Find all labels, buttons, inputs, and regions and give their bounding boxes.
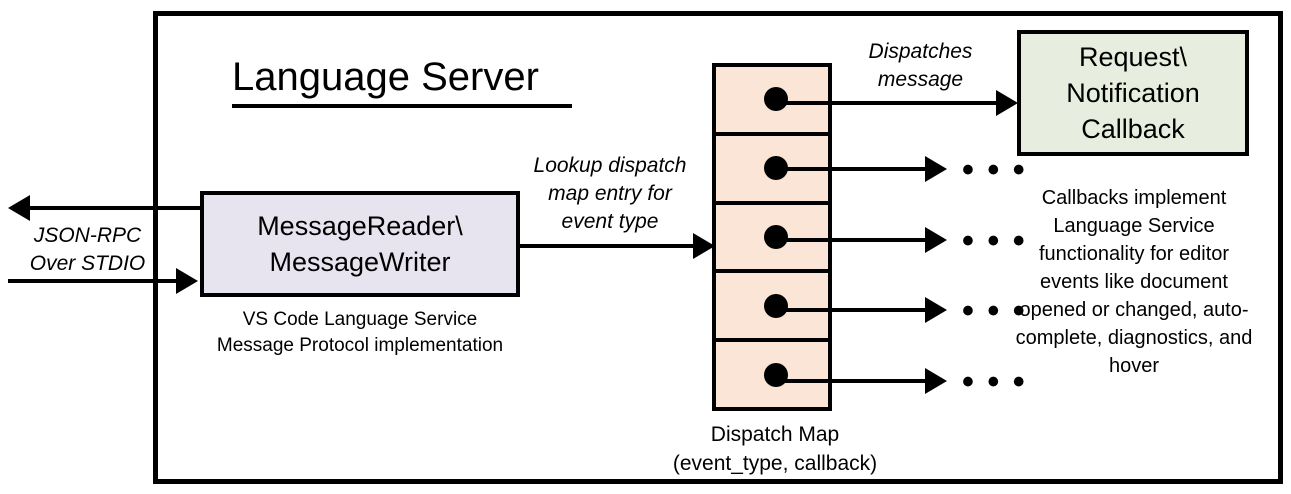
dispatch-map-row[interactable] bbox=[716, 67, 828, 136]
message-reader-writer-caption-line1: VS Code Language Service bbox=[242, 309, 478, 330]
callback-edge-line bbox=[772, 308, 927, 312]
lookup-edge-line bbox=[520, 244, 695, 248]
dispatch-map-row[interactable] bbox=[716, 205, 828, 274]
dispatch-map-caption-line1: Dispatch Map bbox=[710, 423, 840, 446]
lookup-edge-label: Lookup dispatch map entry for event type bbox=[515, 152, 705, 236]
dispatch-edge-arrowhead bbox=[996, 90, 1018, 116]
jsonrpc-label-line1: JSON-RPC bbox=[33, 224, 142, 247]
callback-edge-arrowhead bbox=[925, 227, 947, 253]
message-reader-writer-caption: VS Code Language Service Message Protoco… bbox=[190, 307, 530, 359]
callback-edge-arrowhead bbox=[925, 297, 947, 323]
message-reader-writer-line1: MessageReader\ bbox=[257, 211, 463, 241]
callback-dot-icon bbox=[764, 293, 788, 318]
callback-dot-icon bbox=[764, 224, 788, 249]
callback-edge-arrowhead bbox=[925, 368, 947, 394]
dispatch-edge-line bbox=[772, 101, 1000, 105]
lookup-label-line2: map entry for bbox=[548, 182, 672, 205]
continuation-ellipsis: • • • bbox=[962, 151, 1027, 189]
dispatch-label-line1: Dispatches bbox=[868, 40, 973, 63]
language-server-container bbox=[153, 11, 1283, 484]
callback-label-line3: Callback bbox=[1081, 114, 1185, 144]
lookup-edge-arrowhead bbox=[693, 233, 715, 259]
jsonrpc-edge-label: JSON-RPC Over STDIO bbox=[20, 222, 155, 278]
lookup-label-line3: event type bbox=[561, 210, 659, 233]
callback-label-line2: Notification bbox=[1066, 78, 1200, 108]
jsonrpc-in-arrowhead bbox=[176, 268, 198, 294]
request-notification-callback-box[interactable]: Request\ Notification Callback bbox=[1017, 30, 1249, 156]
callback-edge-line bbox=[772, 379, 927, 383]
dispatch-map-caption: Dispatch Map (event_type, callback) bbox=[650, 420, 900, 478]
jsonrpc-out-arrowhead bbox=[8, 195, 30, 221]
dispatch-map-row[interactable] bbox=[716, 273, 828, 343]
callback-edge-line bbox=[772, 167, 927, 171]
callback-label: Request\ Notification Callback bbox=[1066, 39, 1200, 147]
callback-edge-line bbox=[772, 238, 927, 242]
lookup-label-line1: Lookup dispatch bbox=[533, 154, 687, 177]
dispatch-label-line2: message bbox=[877, 68, 964, 91]
jsonrpc-in-line bbox=[8, 279, 178, 283]
callback-dot-icon bbox=[764, 87, 788, 112]
callback-label-line1: Request\ bbox=[1078, 42, 1188, 72]
dispatch-map-row[interactable] bbox=[716, 342, 828, 407]
message-reader-writer-line2: MessageWriter bbox=[269, 247, 451, 277]
message-reader-writer-caption-line2: Message Protocol implementation bbox=[216, 335, 504, 356]
dispatch-map-table[interactable] bbox=[712, 63, 832, 411]
dispatch-map-caption-line2: (event_type, callback) bbox=[672, 452, 878, 475]
page-title: Language Server bbox=[232, 52, 572, 108]
message-reader-writer-box[interactable]: MessageReader\ MessageWriter bbox=[200, 191, 520, 297]
jsonrpc-out-line bbox=[30, 206, 210, 210]
callback-edge-arrowhead bbox=[925, 156, 947, 182]
message-reader-writer-label: MessageReader\ MessageWriter bbox=[257, 208, 463, 280]
dispatch-edge-label: Dispatches message bbox=[833, 38, 1008, 94]
callback-caption: Callbacks implement Language Service fun… bbox=[1015, 187, 1253, 377]
jsonrpc-label-line2: Over STDIO bbox=[29, 252, 146, 275]
